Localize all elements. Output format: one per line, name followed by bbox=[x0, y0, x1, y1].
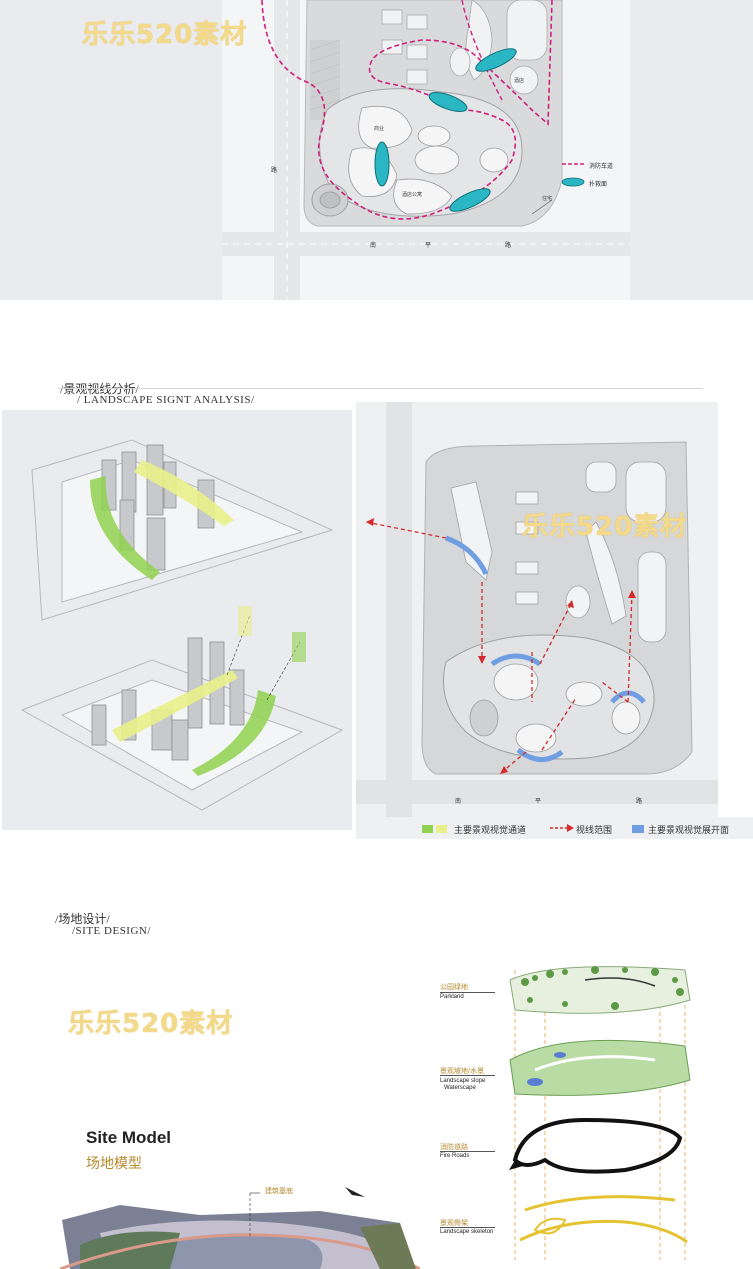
legend-sightline-arrow bbox=[550, 824, 574, 832]
watermark-2: 乐乐520素材 bbox=[522, 512, 688, 542]
svg-text:住宅: 住宅 bbox=[542, 195, 552, 202]
layer-fire-roads-en: Fire Roads bbox=[440, 1153, 470, 1159]
watermark-3: 乐乐520素材 bbox=[68, 1009, 234, 1039]
fire-lane-legend-symbols bbox=[562, 163, 585, 187]
legend-turnaround-label: 扑救面 bbox=[589, 182, 608, 188]
layer-slope-cn: 景观坡地/水景 bbox=[440, 1068, 484, 1075]
legend-green-swatch bbox=[422, 825, 433, 833]
road-label-bottom-1: 南 bbox=[370, 243, 377, 249]
layer-slope-en2: Waterscape bbox=[444, 1085, 476, 1091]
road-label-bottom-3: 路 bbox=[505, 243, 512, 249]
watermark-1: 乐乐520素材 bbox=[82, 20, 248, 50]
legend-corridor-label: 主要景观视觉通道 bbox=[454, 825, 527, 835]
layer-line-skeleton bbox=[440, 1227, 495, 1228]
site-model-render bbox=[60, 1187, 420, 1269]
s2-road-label-2: 平 bbox=[535, 799, 542, 805]
layer-fire-roads-cn: 消防道路 bbox=[440, 1144, 468, 1151]
sightline-plan bbox=[356, 402, 718, 817]
layer-line-fire-roads bbox=[440, 1151, 495, 1152]
road-label-left: 路 bbox=[271, 168, 278, 174]
svg-text:酒店: 酒店 bbox=[514, 77, 524, 84]
layer-line-slope bbox=[440, 1075, 495, 1076]
section2-heading-cn: /景观视线分析/ bbox=[60, 382, 139, 396]
axonometric-diagrams bbox=[20, 439, 344, 811]
section2-heading-en: / LANDSCAPE SIGNT ANALYSIS/ bbox=[77, 394, 255, 406]
legend-sightline-label: 视线范围 bbox=[576, 825, 613, 835]
legend-bar bbox=[356, 817, 753, 839]
layer-line-parkland bbox=[440, 992, 495, 993]
site-model-subtitle: 场地模型 bbox=[86, 1155, 142, 1171]
svg-text:酒店公寓: 酒店公寓 bbox=[402, 191, 422, 198]
layer-parkland-en: Parkland bbox=[440, 994, 464, 1000]
layer-slope-en: Landscape slope bbox=[440, 1078, 486, 1084]
legend-blue-swatch bbox=[632, 825, 644, 833]
legend-vista-label: 主要景观视觉展开面 bbox=[648, 825, 730, 835]
exploded-layers bbox=[509, 966, 691, 1260]
section3-heading-cn: /场地设计/ bbox=[55, 912, 110, 926]
layer-skeleton-en: Landscape skeleton bbox=[440, 1229, 494, 1235]
s2-road-label-1: 南 bbox=[455, 799, 462, 805]
layer-skeleton-cn: 景观骨架 bbox=[440, 1220, 468, 1227]
layer-parkland-cn: 公园绿地 bbox=[440, 984, 468, 991]
svg-text:商业: 商业 bbox=[374, 125, 384, 132]
s2-road-label-3: 路 bbox=[636, 799, 643, 805]
section3-heading-en: /SITE DESIGN/ bbox=[72, 925, 151, 937]
legend-fire-lane-label: 消防车道 bbox=[589, 164, 614, 170]
building-base-label: 建筑基底 bbox=[265, 1188, 293, 1195]
section2-rule bbox=[58, 388, 703, 389]
site-model-title: Site Model bbox=[86, 1128, 172, 1147]
legend-yellow-swatch bbox=[436, 825, 447, 833]
road-label-bottom-2: 平 bbox=[425, 243, 432, 249]
